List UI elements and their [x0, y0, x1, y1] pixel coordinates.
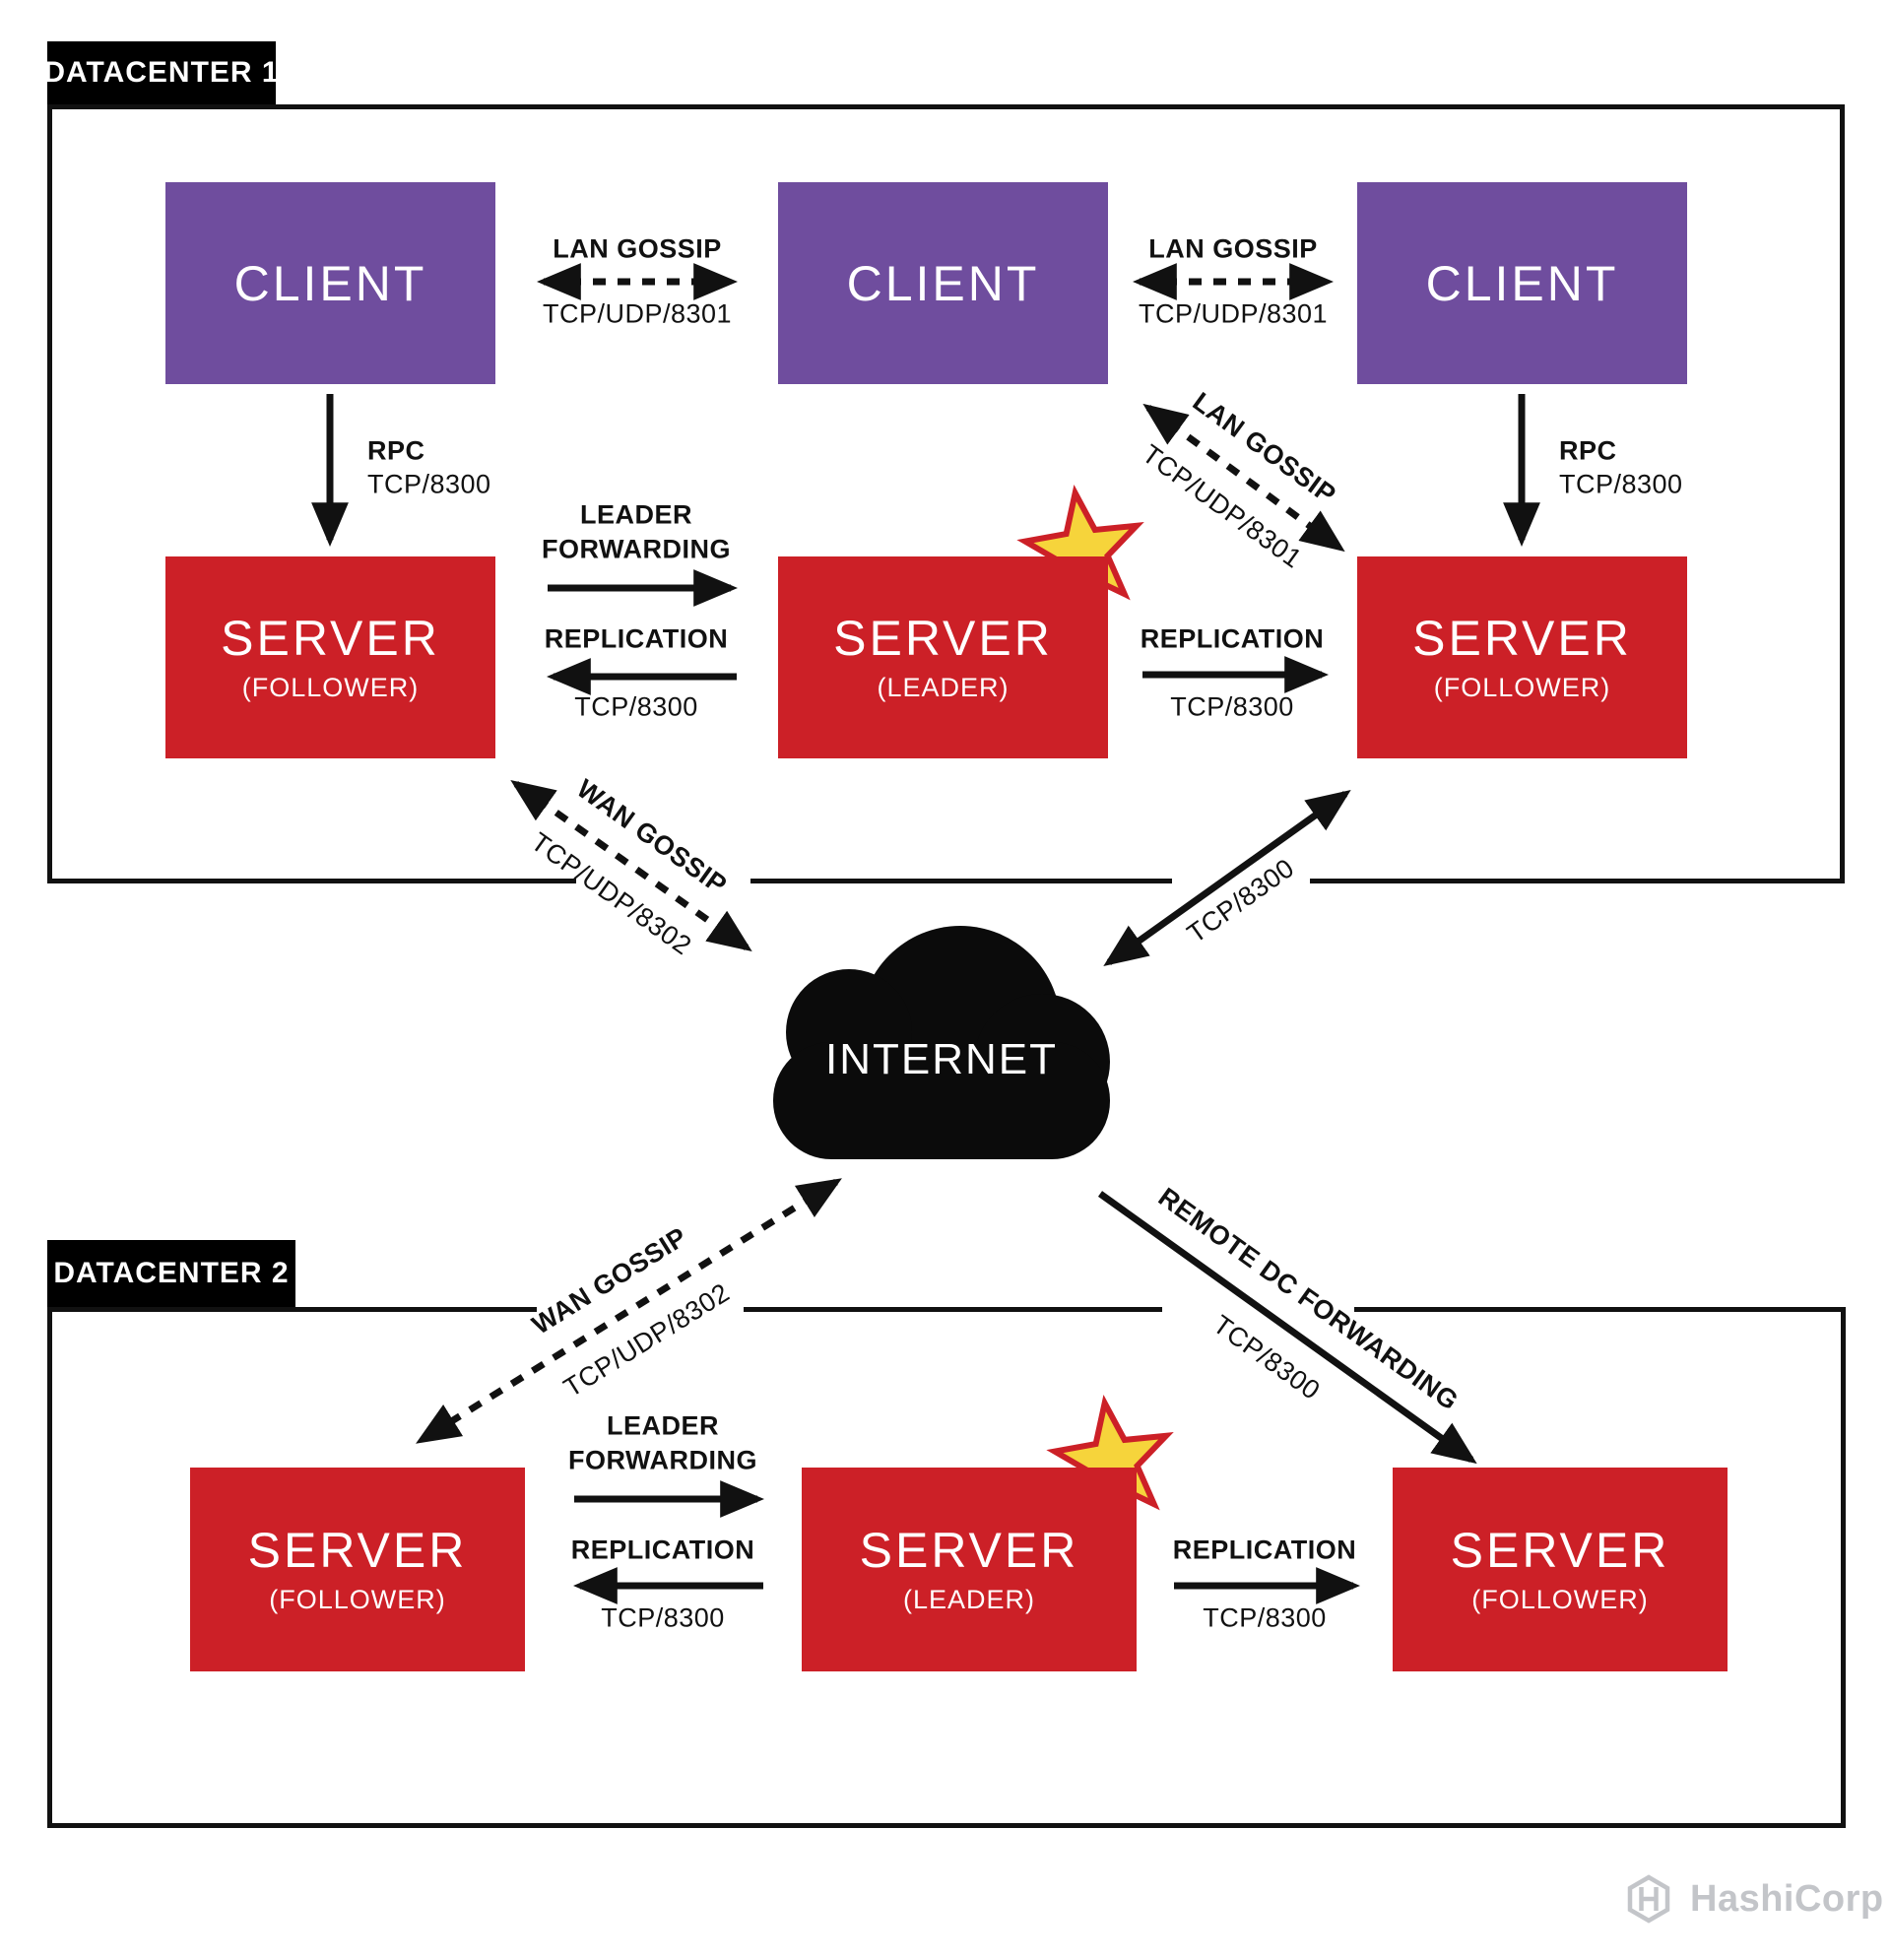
- client-1-title: CLIENT: [233, 255, 427, 311]
- server-title: SERVER: [833, 611, 1053, 666]
- lan-gossip-right-title: LAN GOSSIP: [1148, 233, 1318, 264]
- datacenter1-border: [47, 104, 1845, 883]
- internet-label: INTERNET: [825, 1035, 1058, 1083]
- datacenter2-border: [47, 1307, 1846, 1828]
- server-title: SERVER: [1412, 611, 1632, 666]
- replication-dc2-left-port: TCP/8300: [601, 1602, 725, 1633]
- server-box-dc1-follower-left: SERVER (FOLLOWER): [165, 556, 495, 758]
- replication-dc1-right-port: TCP/8300: [1170, 691, 1294, 722]
- rpc-left-title: RPC: [367, 435, 425, 466]
- server-box-dc1-follower-right: SERVER (FOLLOWER): [1357, 556, 1687, 758]
- client-box-2: CLIENT: [778, 182, 1108, 384]
- server-box-dc2-follower-left: SERVER (FOLLOWER): [190, 1468, 525, 1671]
- internet-to-server-arrow: [1103, 789, 1351, 967]
- lan-gossip-left-title: LAN GOSSIP: [553, 233, 722, 264]
- server-role: (FOLLOWER): [269, 1585, 446, 1614]
- client-box-3: CLIENT: [1357, 182, 1687, 384]
- lan-gossip-right-port: TCP/UDP/8301: [1138, 298, 1329, 329]
- lan-gossip-diagonal-arrow: [1142, 403, 1345, 553]
- client-2-title: CLIENT: [846, 255, 1040, 311]
- replication-dc2-left-title: REPLICATION: [570, 1535, 755, 1565]
- replication-dc1-left-port: TCP/8300: [574, 691, 698, 722]
- replication-dc1-left-title: REPLICATION: [544, 623, 729, 654]
- server-role: (FOLLOWER): [241, 673, 420, 702]
- rpc-left-port: TCP/8300: [367, 469, 491, 499]
- server-title: SERVER: [859, 1523, 1079, 1578]
- lan-gossip-left-port: TCP/UDP/8301: [542, 298, 733, 329]
- internet-cloud-icon: [773, 926, 1110, 1159]
- hashicorp-wordmark: HashiCorp: [1690, 1878, 1884, 1920]
- server-box-dc2-leader: SERVER (LEADER): [802, 1468, 1137, 1671]
- leader-forwarding-dc1-line1: LEADER: [579, 499, 693, 530]
- server-title: SERVER: [1450, 1523, 1670, 1578]
- datacenter1-label: DATACENTER 1: [43, 41, 279, 104]
- client-3-title: CLIENT: [1425, 255, 1619, 311]
- leader-forwarding-dc2-line2: FORWARDING: [568, 1445, 757, 1475]
- leader-forwarding-dc1-line2: FORWARDING: [542, 534, 731, 564]
- server-box-dc2-follower-right: SERVER (FOLLOWER): [1393, 1468, 1728, 1671]
- replication-dc2-right-title: REPLICATION: [1172, 1535, 1357, 1565]
- rpc-right-port: TCP/8300: [1559, 469, 1683, 499]
- rpc-right-title: RPC: [1559, 435, 1617, 466]
- server-title: SERVER: [247, 1523, 468, 1578]
- remote-dc-forwarding-arrow: [1097, 1191, 1477, 1465]
- server-role: (FOLLOWER): [1433, 673, 1611, 702]
- datacenter2-label: DATACENTER 2: [47, 1240, 295, 1307]
- hashicorp-logo-icon: [1627, 1874, 1670, 1924]
- wan-gossip-dc2-arrow: [416, 1178, 842, 1444]
- server-role: (LEADER): [902, 1585, 1036, 1614]
- replication-dc2-right-port: TCP/8300: [1203, 1602, 1327, 1633]
- client-box-1: CLIENT: [165, 182, 495, 384]
- replication-dc1-right-title: REPLICATION: [1140, 623, 1325, 654]
- server-box-dc1-leader: SERVER (LEADER): [778, 556, 1108, 758]
- leader-forwarding-dc2-line1: LEADER: [606, 1410, 720, 1441]
- server-title: SERVER: [221, 611, 440, 666]
- server-role: (LEADER): [877, 673, 1010, 702]
- server-role: (FOLLOWER): [1471, 1585, 1649, 1614]
